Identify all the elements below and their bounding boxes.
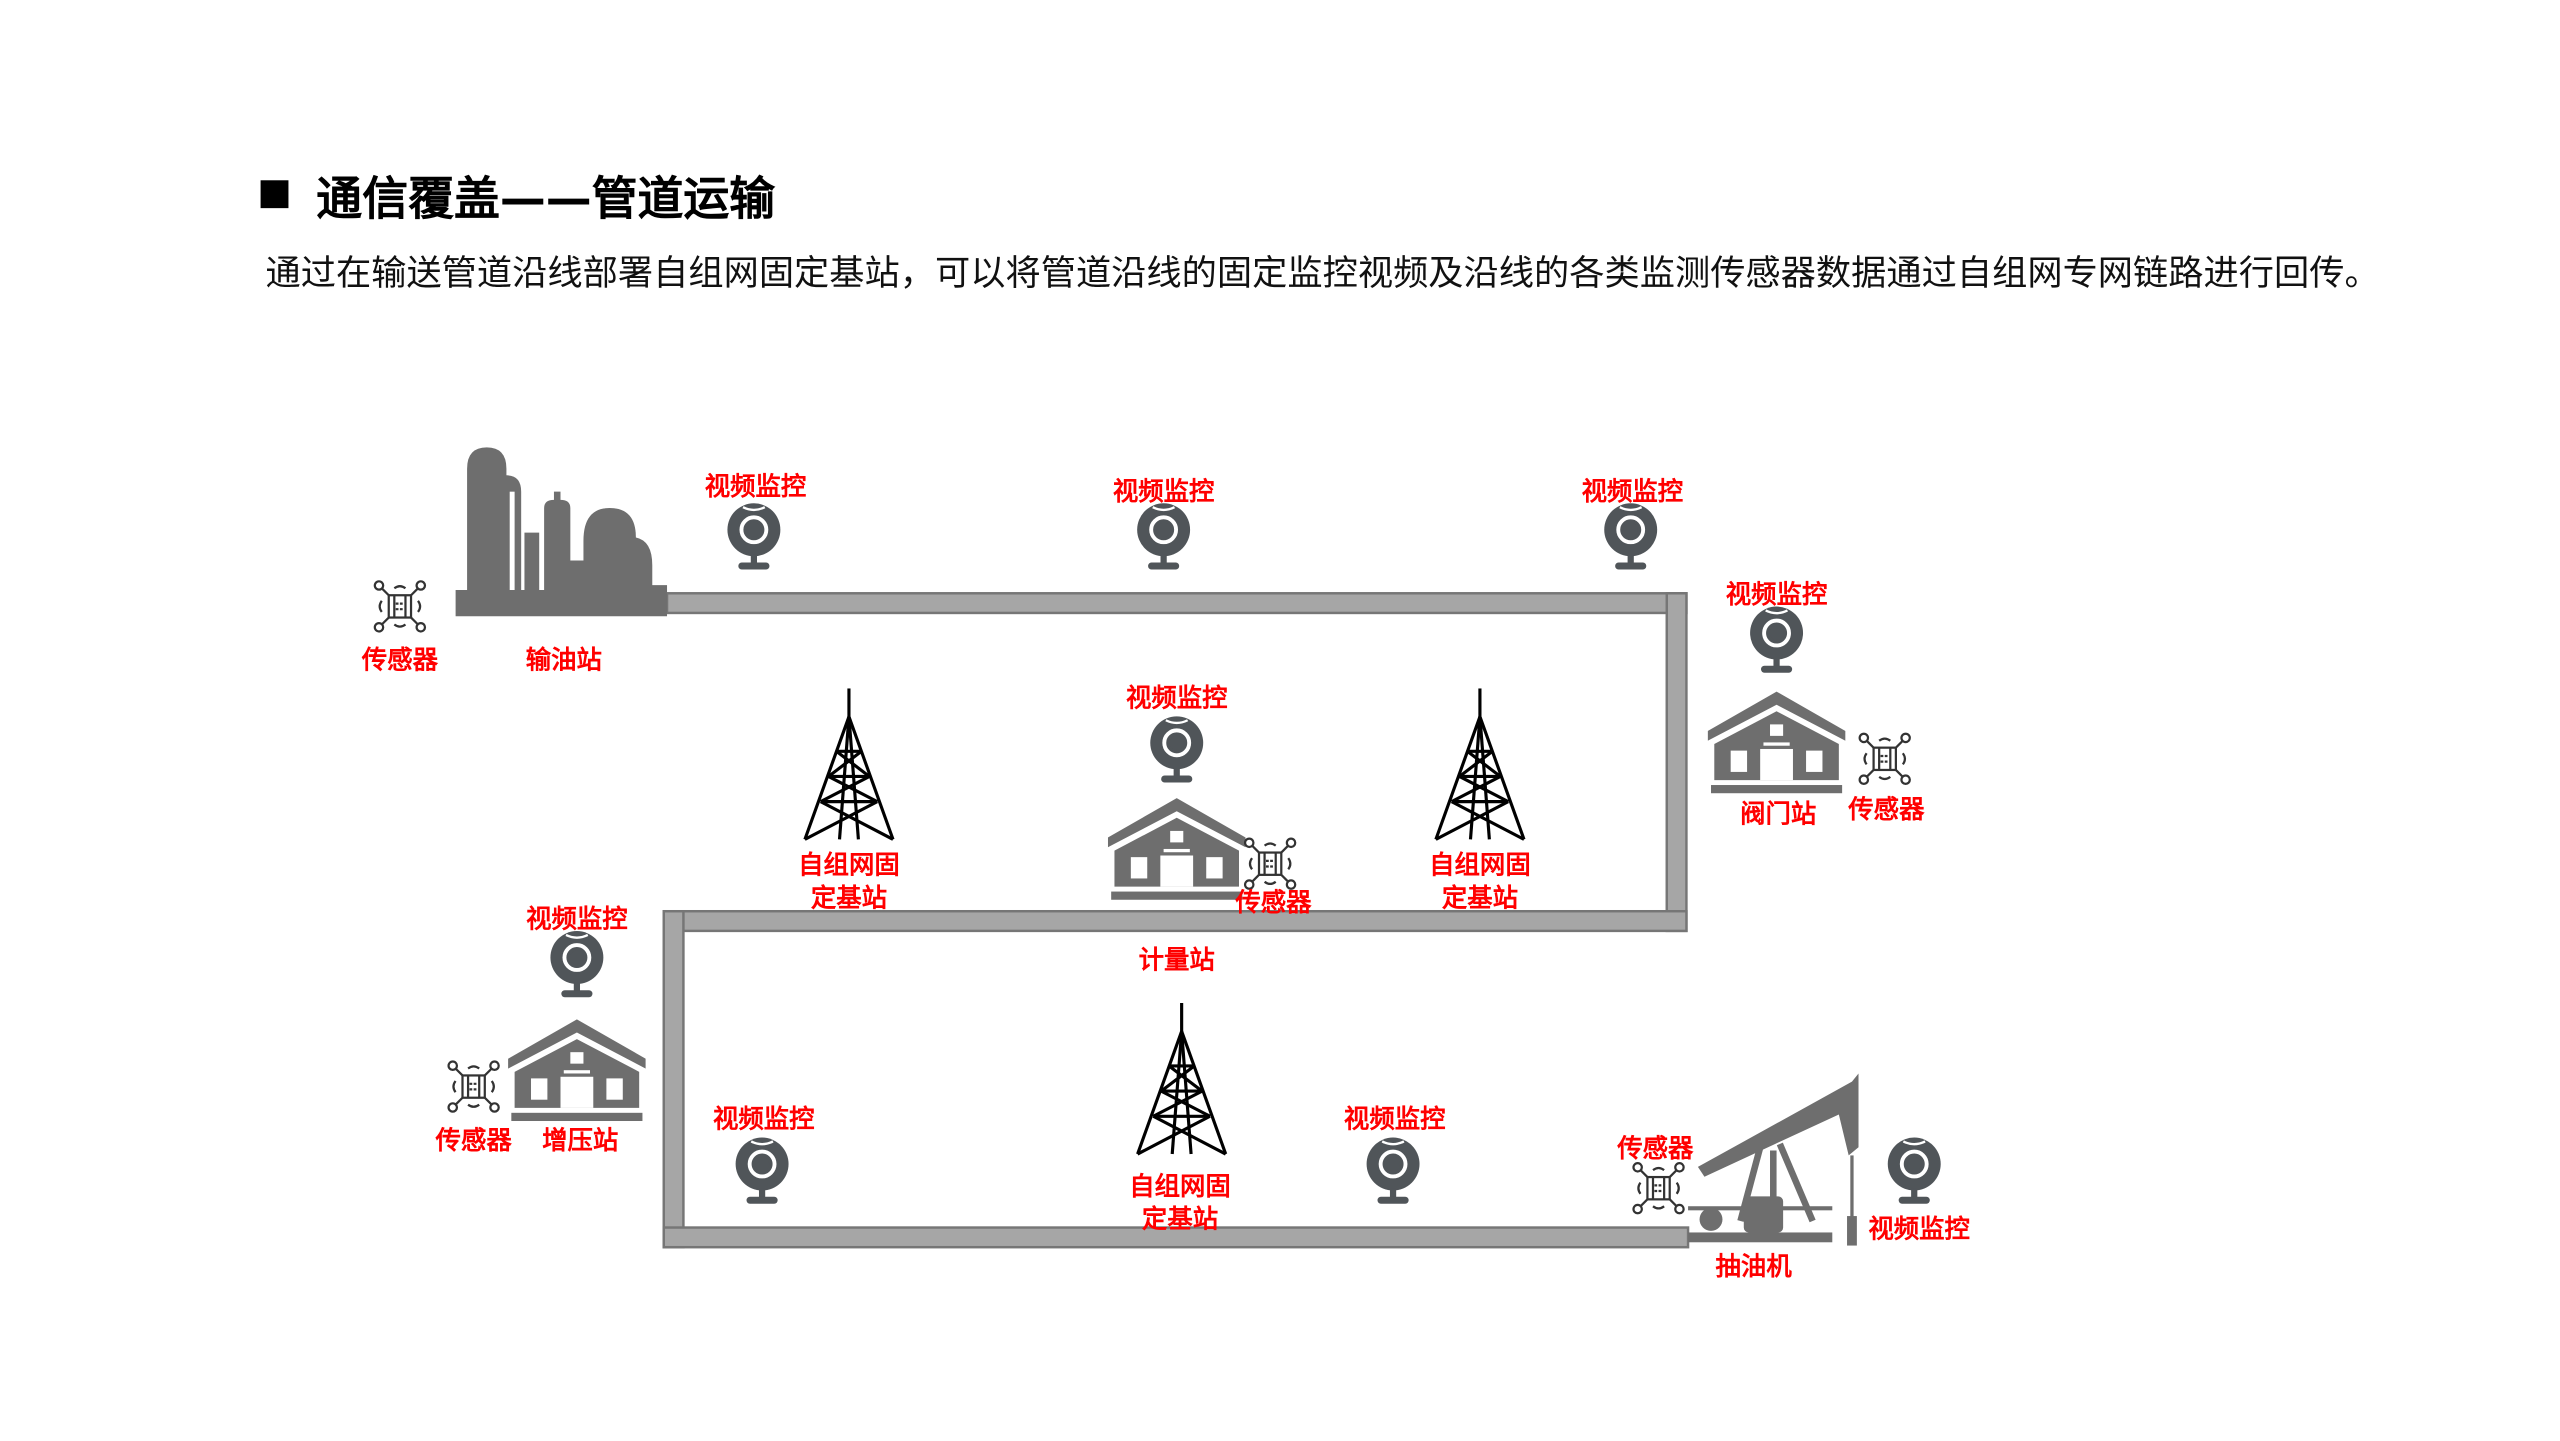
sensor-label: 传感器 <box>361 645 439 675</box>
camera-label: 视频监控 <box>526 904 628 934</box>
base-station-tower-icon <box>1434 688 1526 842</box>
sensor-label: 传感器 <box>1847 794 1925 824</box>
sensor-icon <box>1632 1162 1685 1215</box>
camera-label: 视频监控 <box>1344 1104 1446 1134</box>
camera-label: 视频监控 <box>1582 476 1684 506</box>
camera-icon <box>1364 1135 1422 1206</box>
description: 通过在输送管道沿线部署自组网固定基站，可以将管道沿线的固定监控视频及沿线的各类监… <box>265 254 2380 296</box>
camera-icon <box>1885 1135 1943 1206</box>
camera-icon <box>548 929 606 1000</box>
camera-label: 视频监控 <box>1113 476 1215 506</box>
base-station-label: 定基站 <box>811 882 887 912</box>
oil-station-icon <box>455 447 668 617</box>
camera-label: 视频监控 <box>1126 682 1228 712</box>
pipe-segment <box>1665 592 1688 933</box>
base-station-label: 自组网固 <box>1129 1171 1231 1201</box>
sensor-label: 传感器 <box>1616 1133 1694 1163</box>
base-station-label: 自组网固 <box>1429 850 1531 880</box>
camera-icon <box>1135 501 1193 572</box>
pipe-segment <box>662 909 685 1249</box>
camera-icon <box>733 1135 791 1206</box>
base-station-tower-icon <box>803 688 895 842</box>
metering-station-icon <box>1107 798 1246 900</box>
sensor-icon <box>1858 732 1911 786</box>
base-station-label: 定基站 <box>1142 1204 1218 1234</box>
title-bullet <box>260 180 289 209</box>
sensor-icon <box>447 1060 500 1113</box>
camera-label: 视频监控 <box>1868 1213 1970 1243</box>
valve-station-label: 阀门站 <box>1740 799 1816 829</box>
oil-station-label: 输油站 <box>526 645 602 675</box>
pipe-segment <box>665 909 1688 933</box>
camera-label: 视频监控 <box>1726 579 1828 609</box>
camera-label: 视频监控 <box>713 1104 815 1134</box>
pumpjack-label: 抽油机 <box>1716 1251 1793 1281</box>
sensor-icon <box>1243 837 1297 890</box>
pipe-segment <box>665 592 1688 615</box>
booster-station-label: 增压站 <box>542 1125 618 1155</box>
base-station-label: 自组网固 <box>798 850 900 880</box>
base-station-label: 定基站 <box>1442 882 1518 912</box>
page-title: 通信覆盖——管道运输 <box>316 172 776 227</box>
sensor-label: 传感器 <box>1234 887 1312 917</box>
camera-icon <box>1148 714 1206 785</box>
camera-icon <box>1748 604 1805 675</box>
sensor-label: 传感器 <box>435 1125 513 1155</box>
camera-icon <box>1602 501 1660 572</box>
booster-station-icon <box>508 1019 646 1122</box>
valve-station-icon <box>1707 691 1846 794</box>
base-station-tower-icon <box>1135 1003 1228 1156</box>
camera-label: 视频监控 <box>705 471 807 501</box>
sensor-icon <box>373 580 427 633</box>
pumpjack-icon <box>1688 1073 1859 1246</box>
metering-station-label: 计量站 <box>1139 945 1215 975</box>
camera-icon <box>725 501 783 572</box>
